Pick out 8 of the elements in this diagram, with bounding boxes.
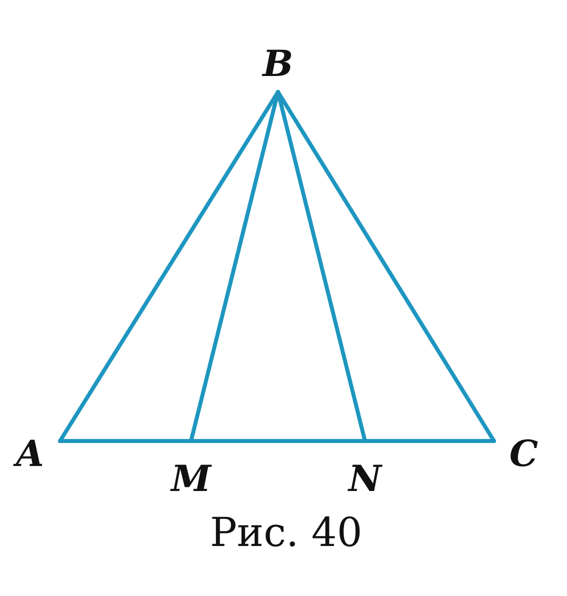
- line-segment: [363, 439, 496, 443]
- line-segment: [189, 439, 367, 443]
- point-label: N: [337, 441, 393, 497]
- point-label: C: [494, 434, 538, 472]
- line-segment: [58, 439, 193, 443]
- point-label: B: [258, 46, 298, 92]
- point-label: M: [163, 441, 219, 497]
- figure-caption: Рис. 40: [210, 510, 362, 556]
